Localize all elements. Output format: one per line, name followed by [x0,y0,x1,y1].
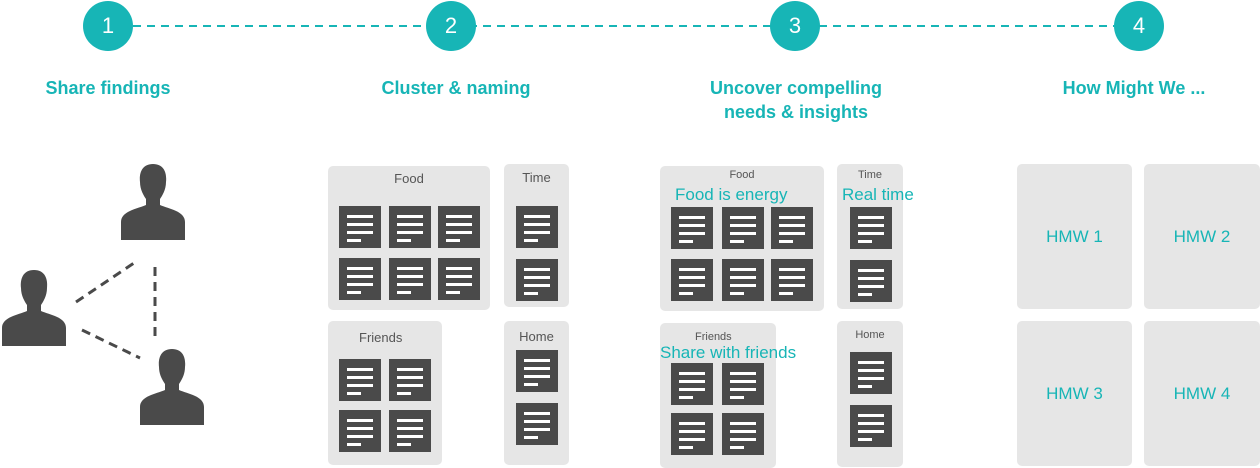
step-3-circle: 3 [770,1,820,51]
hmw-label: HMW 2 [1173,226,1231,246]
sticky-note [438,258,480,300]
sticky-note [671,207,713,249]
insight-friends: Share with friends [660,343,797,362]
cluster-friends: Friends [328,321,442,465]
insight-cluster-friends: Friends [660,323,776,468]
step-1-title: Share findings [8,76,208,100]
insight-cluster-food: Food [660,166,824,311]
step-connector-line [133,25,1114,27]
sticky-note [722,413,764,455]
insight-cluster-home: Home [837,321,903,467]
sticky-note [671,413,713,455]
sticky-note [850,352,892,394]
cluster-label: Home [855,329,885,341]
sticky-note [722,207,764,249]
hmw-label: HMW 3 [1046,383,1103,403]
hmw-card-4: HMW 4 [1144,321,1260,466]
step-title-line: Uncover compelling [709,78,883,98]
hmw-label: HMW 4 [1173,383,1231,403]
hmw-card-1: HMW 1 [1017,164,1132,309]
step-1-circle: 1 [83,1,133,51]
sticky-note [516,350,558,392]
sticky-note [722,259,764,301]
sticky-note [722,363,764,405]
cluster-home: Home [504,321,569,465]
insight-food: Food is energy [675,185,788,204]
step-2-title: Cluster & naming [356,76,556,100]
cluster-label: Friends [359,330,403,345]
insight-cluster-time: Time [837,164,903,309]
sticky-note [516,403,558,445]
cluster-label: Time [857,169,883,181]
sticky-note [339,258,381,300]
step-title-line: Cluster & naming [381,78,531,98]
step-4-circle: 4 [1114,1,1164,51]
person-icon [121,164,185,240]
cluster-label: Time [522,170,551,185]
person-icon [2,270,66,346]
step-title-line: needs & insights [723,102,869,122]
step-number: 3 [788,13,802,38]
insight-time: Real time [842,185,914,204]
sticky-note [671,259,713,301]
sticky-note [339,410,381,452]
step-number: 4 [1132,13,1146,38]
step-2-circle: 2 [426,1,476,51]
hmw-label: HMW 1 [1046,226,1103,246]
step-title-line: How Might We ... [1062,78,1206,98]
people-connector-lines [75,261,157,360]
hmw-card-3: HMW 3 [1017,321,1132,466]
sticky-note [339,359,381,401]
sticky-note [850,260,892,302]
sticky-note [516,206,558,248]
cluster-label: Friends [695,331,732,343]
step-4-title: How Might We ... [1034,76,1234,100]
sticky-note [850,207,892,249]
sticky-note [389,206,431,248]
sticky-note [389,359,431,401]
sticky-note [771,259,813,301]
sticky-note [671,363,713,405]
step-title-line: Share findings [45,78,171,98]
sticky-note [516,259,558,301]
person-icon [140,349,204,425]
cluster-time: Time [504,164,569,307]
sticky-note [339,206,381,248]
sticky-note [771,207,813,249]
cluster-label: Food [729,169,755,181]
sticky-note [850,405,892,447]
sticky-note [438,206,480,248]
cluster-label: Home [519,329,554,344]
step-3-title: Uncover compelling needs & insights [686,76,906,124]
hmw-card-2: HMW 2 [1144,164,1260,309]
sticky-note [389,258,431,300]
cluster-label: Food [394,171,424,186]
step-number: 1 [101,13,115,38]
step-number: 2 [444,13,458,38]
cluster-food: Food [328,166,490,310]
sticky-note [389,410,431,452]
